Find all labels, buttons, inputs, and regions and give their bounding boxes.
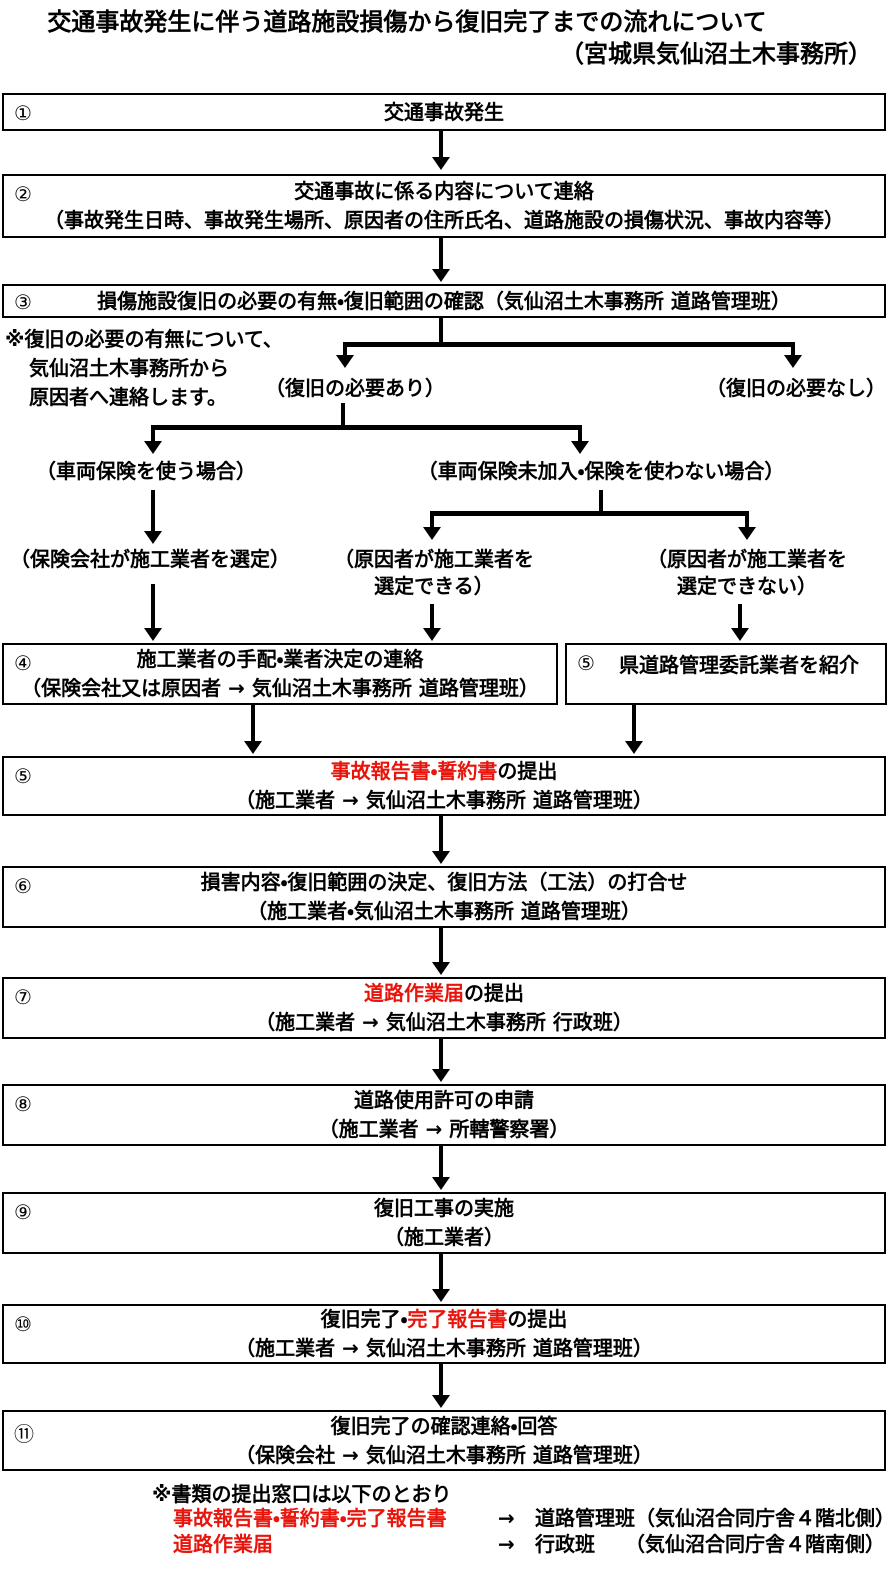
- step7-text: 道路作業届の提出 （施工業者 → 気仙沼土木事務所 行政班）: [255, 981, 633, 1034]
- step10-box: ⑩ 復旧完了・完了報告書の提出 （施工業者 → 気仙沼土木事務所 道路管理班）: [2, 1304, 886, 1364]
- restoration-contact-note: ※復旧の必要の有無について、 気仙沼土木事務所から 原因者へ連絡します。: [5, 327, 283, 409]
- arrow-step2-step3: [439, 238, 443, 269]
- step10-number: ⑩: [14, 1312, 32, 1336]
- arrow-report-step6: [439, 816, 443, 851]
- step1-number: ①: [14, 101, 32, 125]
- step6-text: 損害内容・復旧範囲の決定、復旧方法（工法）の打合せ （施工業者・気仙沼土木事務所…: [200, 870, 688, 923]
- footer-dest-administration: 行政班 （気仙沼合同庁舎４階南側）: [535, 1532, 885, 1556]
- step7-box: ⑦ 道路作業届の提出 （施工業者 → 気仙沼土木事務所 行政班）: [2, 977, 886, 1039]
- step6-number: ⑥: [14, 874, 32, 898]
- step2-number: ②: [14, 182, 32, 206]
- label-insurer-selects: （保険会社が施工業者を選定）: [10, 547, 290, 571]
- label-need-no: （復旧の必要なし）: [706, 376, 886, 400]
- step10-text: 復旧完了・完了報告書の提出 （施工業者 → 気仙沼土木事務所 道路管理班）: [235, 1307, 653, 1360]
- arrow-step5-to-report: [632, 705, 636, 741]
- step3-number: ③: [14, 290, 32, 314]
- arrow-step6-step7: [439, 928, 443, 962]
- step8-text: 道路使用許可の申請 （施工業者 → 所轄警察署）: [318, 1088, 570, 1141]
- label-need-yes: （復旧の必要あり）: [265, 376, 445, 400]
- step4-number: ④: [14, 651, 32, 675]
- footer-row-reports: 事故報告書・誓約書・完了報告書 → 道路管理班（気仙沼合同庁舎４階北側）: [173, 1505, 890, 1531]
- arrow-causercan-to-step4: [430, 604, 434, 628]
- step8-box: ⑧ 道路使用許可の申請 （施工業者 → 所轄警察署）: [2, 1084, 886, 1146]
- step1-text: 交通事故発生: [384, 99, 504, 124]
- step9-box: ⑨ 復旧工事の実施 （施工業者）: [2, 1192, 886, 1254]
- step5-box: ⑤ 県道路管理委託業者を紹介: [565, 643, 887, 705]
- page-subtitle: （宮城県気仙沼土木事務所）: [560, 40, 872, 68]
- footer-doc-reports: 事故報告書・誓約書・完了報告書: [173, 1506, 447, 1530]
- arrow-step9-step10: [439, 1254, 443, 1289]
- arrow-step4-to-report: [251, 705, 255, 741]
- arrow-step1-step2: [439, 131, 443, 157]
- step9-number: ⑨: [14, 1200, 32, 1224]
- label-causer-can: （原因者が施工業者を 選定できる）: [334, 547, 534, 598]
- step6-box: ⑥ 損害内容・復旧範囲の決定、復旧方法（工法）の打合せ （施工業者・気仙沼土木事…: [2, 866, 886, 928]
- arrow-step7-step8: [439, 1039, 443, 1069]
- arrow-insurance-use: [151, 425, 155, 441]
- branch-need-line: [343, 342, 795, 347]
- label-insurance-none: （車両保険未加入・保険を使わない場合）: [417, 459, 785, 483]
- step11-text: 復旧完了の確認連絡・回答 （保険会社 → 気仙沼土木事務所 道路管理班）: [235, 1413, 653, 1467]
- arrow-causercannot-to-step5: [738, 604, 742, 628]
- page-title: 交通事故発生に伴う道路施設損傷から復旧完了までの流れについて: [47, 8, 767, 36]
- step7-number: ⑦: [14, 985, 32, 1009]
- step9-text: 復旧工事の実施 （施工業者）: [374, 1196, 514, 1249]
- step5-number: ⑤: [577, 651, 595, 675]
- arrow-insurance-none: [578, 425, 582, 441]
- step3-box: ③ 損傷施設復旧の必要の有無・復旧範囲の確認（気仙沼土木事務所 道路管理班）: [2, 284, 886, 318]
- connector-insnone-branch: [599, 490, 603, 516]
- connector-step3-branch: [439, 318, 443, 347]
- arrow-need-no: [791, 342, 795, 355]
- arrow-insurer-to-step4: [151, 584, 155, 628]
- footer-arrow-icon: →: [498, 1532, 515, 1556]
- step4-text: 施工業者の手配・業者決定の連絡 （保険会社又は原因者 → 気仙沼土木事務所 道路…: [21, 647, 539, 700]
- step1-box: ① 交通事故発生: [2, 93, 886, 131]
- report-submission-text: 事故報告書・誓約書の提出 （施工業者 → 気仙沼土木事務所 道路管理班）: [235, 759, 653, 812]
- report-submission-number: ⑤: [14, 764, 32, 788]
- arrow-causer-can: [430, 511, 434, 527]
- footer-dest-road-management: 道路管理班（気仙沼合同庁舎４階北側）: [535, 1506, 890, 1530]
- arrow-step8-step9: [439, 1146, 443, 1177]
- arrow-to-insurer-selects: [151, 490, 155, 531]
- footer-note: ※書類の提出窓口は以下のとおり: [152, 1482, 452, 1506]
- arrow-need-yes: [343, 342, 347, 355]
- branch-insurance-line: [151, 425, 582, 430]
- step11-box: ⑪ 復旧完了の確認連絡・回答 （保険会社 → 気仙沼土木事務所 道路管理班）: [2, 1410, 886, 1471]
- label-causer-cannot: （原因者が施工業者を 選定できない）: [647, 547, 847, 598]
- step5-text: 県道路管理委託業者を紹介: [619, 653, 859, 677]
- report-submission-box: ⑤ 事故報告書・誓約書の提出 （施工業者 → 気仙沼土木事務所 道路管理班）: [2, 756, 886, 816]
- arrow-step10-step11: [439, 1364, 443, 1395]
- label-insurance-use: （車両保険を使う場合）: [36, 459, 256, 483]
- branch-causer-line: [430, 511, 749, 516]
- footer-arrow-icon: →: [498, 1506, 515, 1530]
- step11-number: ⑪: [14, 1422, 34, 1446]
- step8-number: ⑧: [14, 1092, 32, 1116]
- step2-text: 交通事故に係る内容について連絡 （事故発生日時、事故発生場所、原因者の住所氏名、…: [44, 179, 844, 232]
- footer-doc-work-notice: 道路作業届: [173, 1532, 273, 1556]
- step2-box: ② 交通事故に係る内容について連絡 （事故発生日時、事故発生場所、原因者の住所氏…: [2, 174, 886, 238]
- step3-text: 損傷施設復旧の必要の有無・復旧範囲の確認（気仙沼土木事務所 道路管理班）: [97, 288, 791, 313]
- step4-box: ④ 施工業者の手配・業者決定の連絡 （保険会社又は原因者 → 気仙沼土木事務所 …: [2, 643, 558, 705]
- connector-needyes-branch: [341, 403, 345, 430]
- arrow-causer-cannot: [745, 511, 749, 527]
- footer-row-work-notice: 道路作業届 → 行政班 （気仙沼合同庁舎４階南側）: [173, 1531, 885, 1557]
